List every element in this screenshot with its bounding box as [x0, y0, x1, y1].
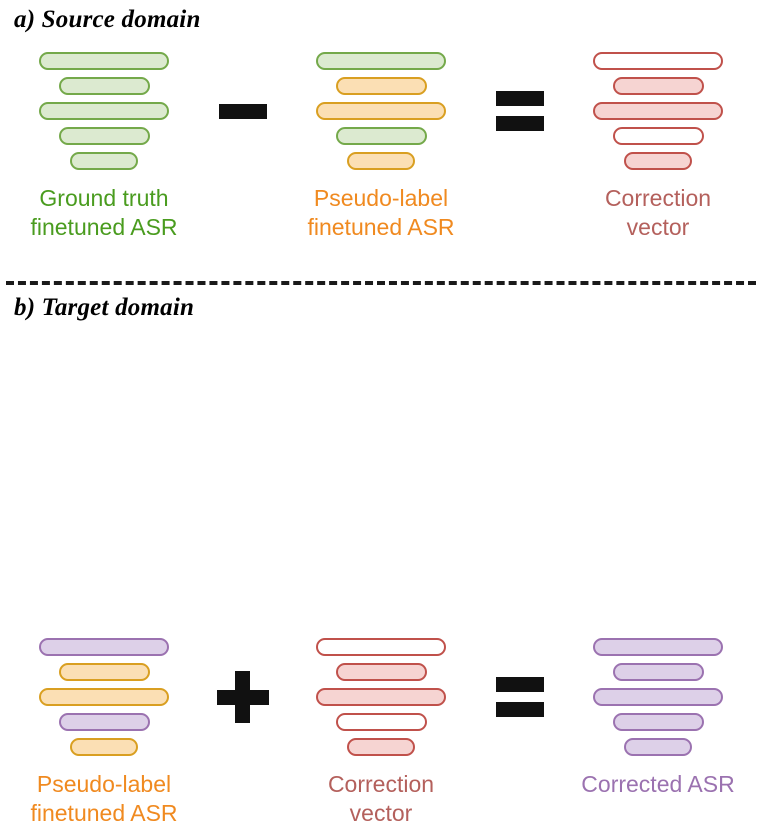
term-pseudo-label-asr: Pseudo-label finetuned ASR — [2, 638, 207, 828]
bar-row-5 — [346, 152, 416, 170]
term-pseudo-label-asr: Pseudo-label finetuned ASR — [279, 52, 484, 242]
bar-row-2 — [612, 77, 704, 95]
bar-row-3 — [316, 688, 446, 706]
caption-pseudo-label-asr: Pseudo-label finetuned ASR — [30, 771, 178, 826]
bar-row-4 — [335, 127, 427, 145]
caption-correction-vector: Correction vector — [604, 185, 712, 240]
panel-title-source: a) Source domain — [14, 6, 201, 33]
bar-row-3 — [39, 688, 169, 706]
bar-row-1 — [316, 638, 446, 656]
equation-target-domain: Pseudo-label finetuned ASR Correction ve… — [0, 638, 762, 828]
plus-sign-icon — [216, 671, 269, 723]
equation-source-domain: Ground truth finetuned ASR Pseudo-label … — [0, 52, 762, 242]
minus-sign-icon — [218, 103, 267, 119]
bar-row-5 — [623, 152, 693, 170]
caption-pseudo-label-asr: Pseudo-label finetuned ASR — [307, 185, 455, 240]
bar-row-3 — [593, 102, 723, 120]
bar-row-4 — [335, 713, 427, 731]
bar-row-1 — [39, 638, 169, 656]
bar-row-2 — [612, 663, 704, 681]
bar-stack-pseudo-label-asr — [316, 52, 446, 170]
bar-row-5 — [69, 152, 139, 170]
bar-row-5 — [69, 738, 139, 756]
bar-row-2 — [58, 77, 150, 95]
bar-row-5 — [623, 738, 693, 756]
caption-ground-truth-asr: Ground truth finetuned ASR — [30, 185, 178, 240]
bar-row-3 — [39, 102, 169, 120]
bar-stack-corrected-asr — [593, 638, 723, 756]
bar-row-5 — [346, 738, 416, 756]
bar-row-2 — [335, 663, 427, 681]
bar-row-3 — [316, 102, 446, 120]
operator-equals — [484, 52, 556, 170]
bar-row-4 — [58, 127, 150, 145]
bar-row-1 — [593, 638, 723, 656]
bar-stack-pseudo-label-asr — [39, 638, 169, 756]
term-correction-vector: Correction vector — [279, 638, 484, 828]
term-corrected-asr: Corrected ASR — [556, 638, 761, 799]
bar-row-4 — [612, 127, 704, 145]
bar-row-1 — [593, 52, 723, 70]
term-correction-vector: Correction vector — [556, 52, 761, 242]
term-ground-truth-asr: Ground truth finetuned ASR — [2, 52, 207, 242]
caption-corrected-asr: Corrected ASR — [581, 771, 735, 797]
bar-row-3 — [593, 688, 723, 706]
bar-row-1 — [39, 52, 169, 70]
panel-source-domain: a) Source domain Ground truth finetuned … — [0, 0, 762, 277]
equals-sign-icon — [495, 87, 544, 135]
bar-row-2 — [335, 77, 427, 95]
bar-stack-correction-vector — [593, 52, 723, 170]
operator-plus — [207, 638, 279, 756]
bar-stack-ground-truth-asr — [39, 52, 169, 170]
equals-sign-icon — [495, 673, 544, 721]
bar-row-4 — [58, 713, 150, 731]
bar-row-2 — [58, 663, 150, 681]
operator-minus — [207, 52, 279, 170]
bar-row-1 — [316, 52, 446, 70]
panel-divider — [6, 281, 756, 285]
caption-correction-vector: Correction vector — [327, 771, 435, 826]
operator-equals — [484, 638, 556, 756]
bar-stack-correction-vector — [316, 638, 446, 756]
bar-row-4 — [612, 713, 704, 731]
panel-target-domain: b) Target domain Pseudo-label finetuned … — [0, 288, 762, 826]
panel-title-target: b) Target domain — [14, 294, 195, 321]
